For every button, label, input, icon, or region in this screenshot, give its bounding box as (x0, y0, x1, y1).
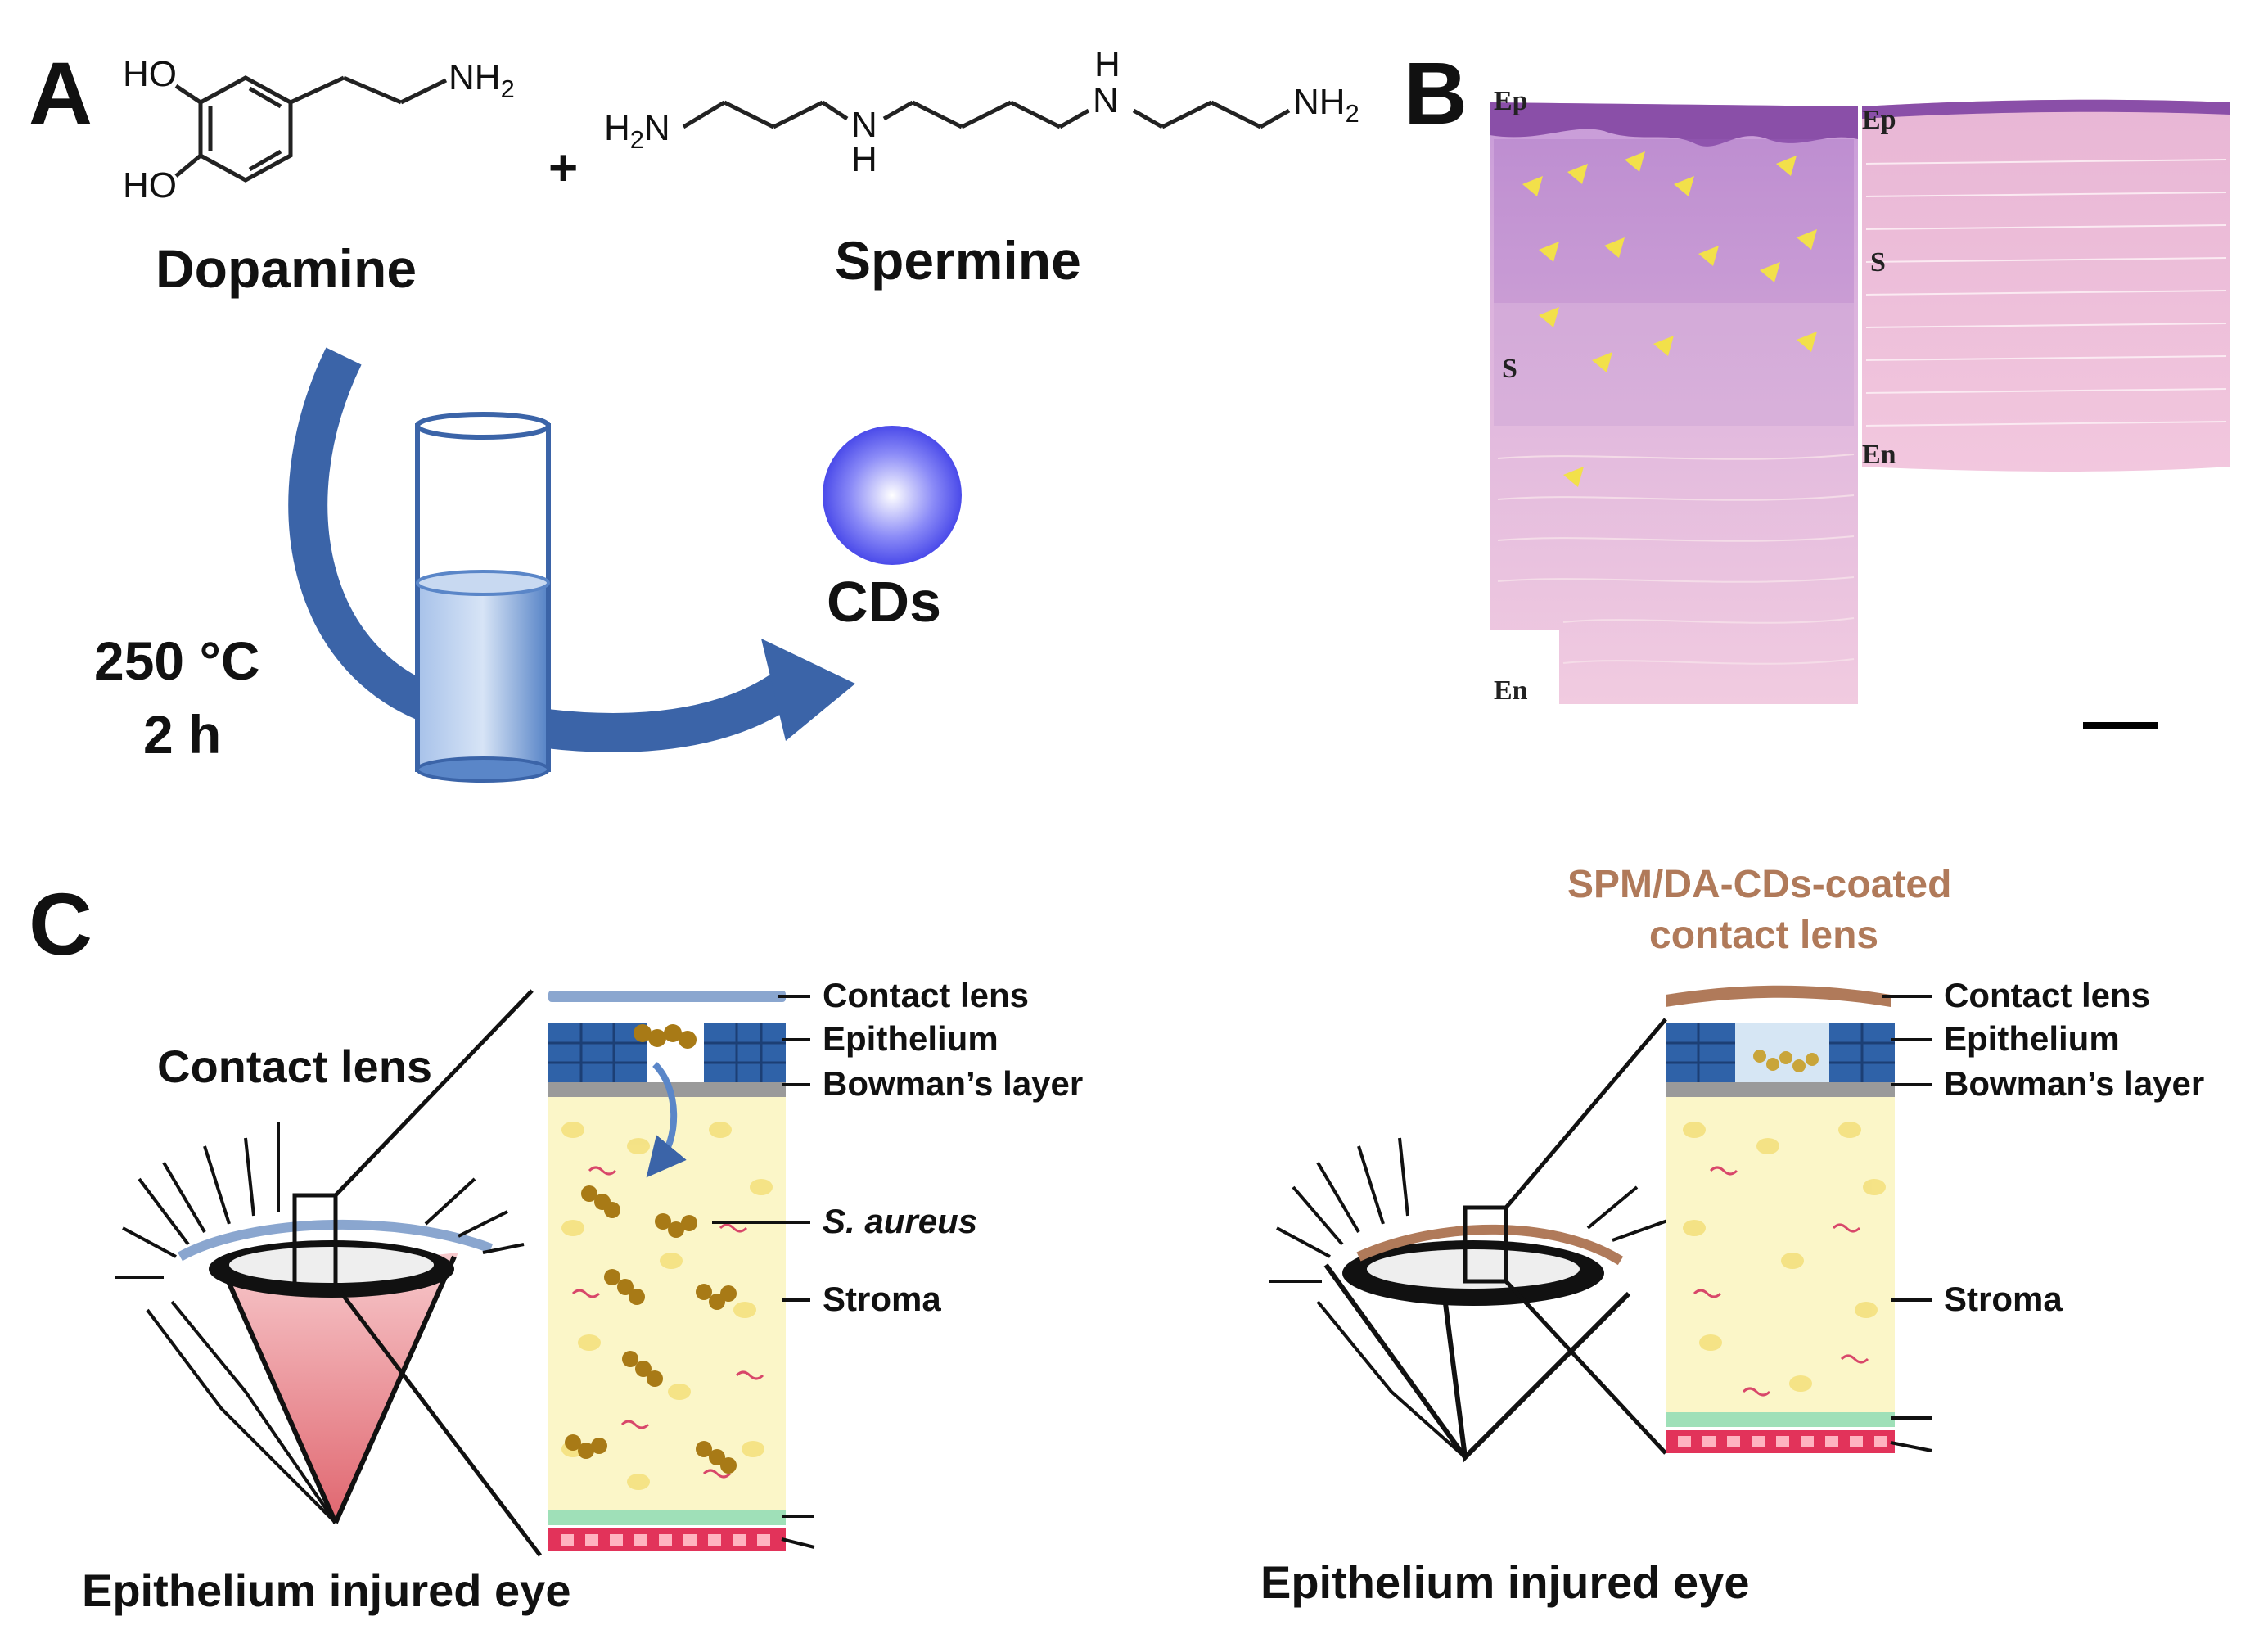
right-label-bowman: Bowman’s layer (1944, 1064, 2205, 1103)
panel-b (1490, 99, 2230, 729)
dopamine-name: Dopamine (156, 238, 417, 299)
left-label-epithelium: Epithelium (823, 1019, 999, 1058)
spermine-h-low: H (851, 139, 877, 179)
eye-left (115, 989, 542, 1557)
coated-lens-title-2: contact lens (1649, 914, 1879, 957)
left-label-contact-lens: Contact lens (823, 976, 1030, 1014)
histo-right-s: S (1870, 247, 1886, 278)
plus-sign: + (548, 140, 579, 196)
cornea-schematic-left (548, 991, 815, 1551)
cornea-schematic-right (1666, 985, 1932, 1453)
histo-right-en: En (1862, 440, 1896, 470)
scale-bar (2083, 722, 2158, 729)
yellow-arrows (1522, 151, 1817, 487)
spermine-n-low: N (851, 105, 877, 145)
product-cds: CDs (827, 570, 942, 634)
right-label-stroma: Stroma (1944, 1280, 2063, 1318)
spermine-h2n: H2N (604, 108, 670, 154)
dopamine-ho-top: HO (123, 54, 177, 94)
spermine-name: Spermine (835, 230, 1081, 291)
right-label-epithelium: Epithelium (1944, 1019, 2120, 1058)
stromal-lines-left (1497, 454, 1855, 665)
left-label-stroma: Stroma (823, 1280, 941, 1318)
condition-time: 2 h (143, 704, 222, 765)
histo-left-en: En (1494, 675, 1528, 706)
test-tube (415, 412, 551, 783)
left-caption: Epithelium injured eye (82, 1564, 571, 1616)
epithelium-band-right (1862, 99, 2230, 119)
cds-sphere (823, 426, 962, 565)
panel-label-b: B (1404, 43, 1468, 142)
panel-label-a: A (29, 43, 92, 142)
histology-healthy (1862, 99, 2230, 472)
spermine-nh2: NH2 (1293, 82, 1359, 128)
eye-right (1269, 1018, 1671, 1463)
right-label-contact-lens: Contact lens (1944, 976, 2151, 1014)
inflammatory-cells (1494, 139, 1854, 426)
reaction-arrowhead (761, 639, 855, 741)
bacteria-clusters (565, 1024, 737, 1474)
left-label-bacteria: S. aureus (823, 1202, 978, 1240)
spermine-structure (682, 100, 1291, 129)
spermine-n-high: N (1093, 80, 1119, 120)
dopamine-nh2: NH2 (449, 57, 515, 103)
histo-left-ep: Ep (1494, 86, 1528, 116)
right-caption: Epithelium injured eye (1260, 1556, 1750, 1608)
panel-c-right (1269, 985, 1932, 1463)
condition-temperature: 250 °C (94, 630, 260, 691)
histo-left-s: S (1502, 354, 1517, 384)
panel-c-left (115, 989, 815, 1557)
coated-lens-title-1: SPM/DA-CDs-coated (1567, 863, 1952, 906)
contact-lens-callout: Contact lens (157, 1041, 433, 1092)
left-label-bowman: Bowman’s layer (823, 1064, 1084, 1103)
dopamine-structure (174, 75, 448, 183)
panel-a (174, 75, 1291, 783)
panel-label-c: C (29, 874, 92, 973)
stromal-lines-right (1865, 159, 2227, 427)
dopamine-ho-bottom: HO (123, 165, 177, 205)
histo-right-ep: Ep (1862, 105, 1896, 135)
spermine-h-high: H (1094, 44, 1120, 84)
epithelium-band-left (1490, 102, 1858, 147)
histology-infected (1490, 102, 1858, 704)
